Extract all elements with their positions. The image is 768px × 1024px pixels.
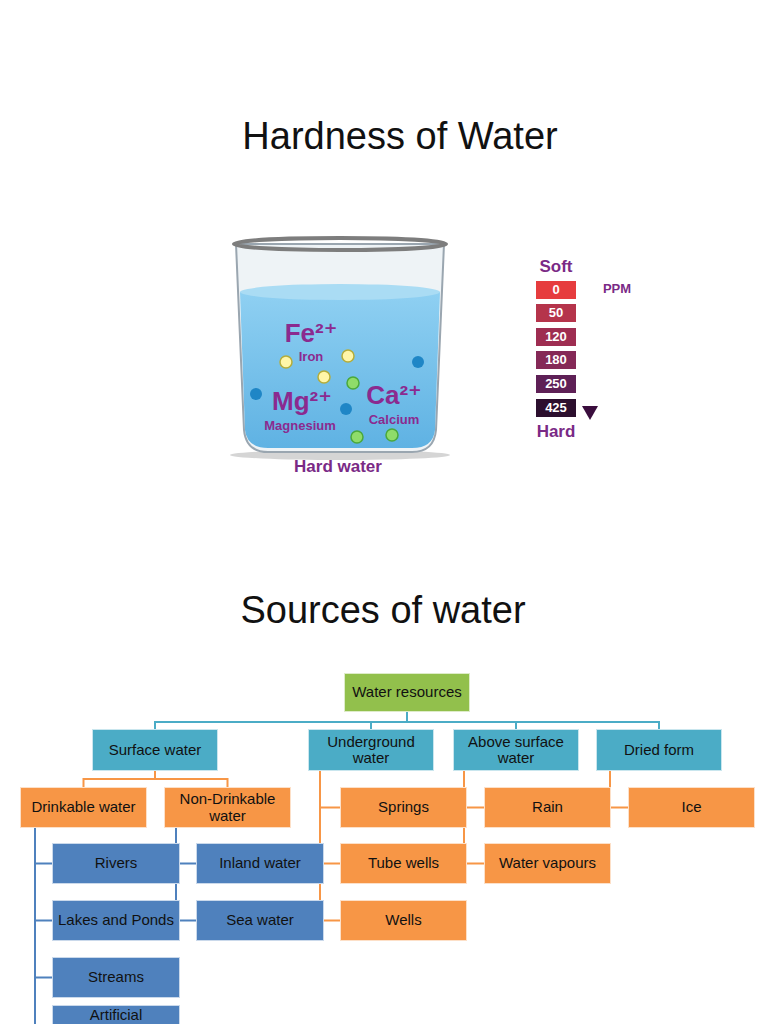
node-text: Rain — [529, 799, 566, 816]
tree-connector — [464, 771, 484, 808]
source-box: Tube wells — [340, 843, 467, 884]
tree-connector — [407, 712, 516, 729]
category-box: Dried form — [596, 729, 722, 771]
tree-connector — [35, 828, 52, 978]
hardness-scale-cell: 50 — [536, 304, 576, 322]
tree-connector — [35, 828, 52, 1024]
water-surface — [240, 284, 440, 300]
tree-connector — [35, 828, 52, 921]
calcium-ion — [347, 377, 359, 389]
node-text: Wells — [382, 912, 424, 929]
node-text: Sea water — [223, 912, 297, 929]
magnesium-ion — [412, 356, 424, 368]
tree-connector — [371, 712, 407, 729]
ion-formula: Mg²⁺ — [272, 387, 332, 416]
source-box: Lakes and Ponds — [52, 900, 180, 941]
root-box: Water resources — [344, 673, 470, 712]
source-box: Streams — [52, 957, 180, 998]
source-box: Sea water — [196, 900, 324, 941]
source-box: Rivers — [52, 843, 180, 884]
tree-connector — [155, 771, 228, 787]
hardness-scale-cell: 425 — [536, 399, 576, 417]
node-text: Tube wells — [365, 855, 442, 872]
calcium-ion — [386, 429, 398, 441]
scale-arrow-head — [582, 406, 598, 420]
node-text: 180 — [542, 353, 570, 367]
ion-name: Iron — [299, 350, 324, 364]
slide-title: Hardness of Water — [242, 116, 557, 158]
source-box: Ice — [628, 787, 755, 828]
node-text: Ice — [678, 799, 704, 816]
unit-label: PPM — [603, 282, 631, 296]
magnesium-ion — [250, 388, 262, 400]
scale-end-label: Soft — [539, 258, 572, 277]
node-text: Inland water — [216, 855, 304, 872]
category-box: Surface water — [92, 729, 218, 771]
tree-connector — [610, 771, 628, 808]
tree-connector — [35, 828, 52, 864]
hardness-scale-cell: 180 — [536, 351, 576, 369]
source-box: Wells — [340, 900, 467, 941]
subcategory-box: Non-Drinkable water — [164, 787, 291, 828]
node-text: Drinkable water — [28, 799, 138, 816]
source-box: Water vapours — [484, 843, 611, 884]
node-text: Dried form — [621, 742, 697, 759]
ion-formula: Fe²⁺ — [285, 319, 338, 348]
node-text: Above surface water — [454, 734, 578, 767]
iron-ion — [318, 371, 330, 383]
category-box: Above surface water — [453, 729, 579, 771]
node-text: 0 — [549, 283, 562, 297]
node-text: Non-Drinkable water — [165, 791, 290, 824]
scale-end-label: Hard — [537, 423, 576, 442]
ion-name: Magnesium — [264, 419, 336, 433]
hardness-scale-cell: 0 — [536, 281, 576, 299]
scale-arrow-shaft — [589, 281, 592, 410]
node-text: 250 — [542, 377, 570, 391]
source-box: Rain — [484, 787, 611, 828]
node-text: Lakes and Ponds — [55, 912, 177, 929]
category-box: Underground water — [308, 729, 434, 771]
calcium-ion — [351, 431, 363, 443]
beaker-caption: Hard water — [294, 458, 382, 477]
node-text: 425 — [542, 401, 570, 415]
beaker-water — [240, 292, 440, 448]
node-text: Artificial — [87, 1007, 146, 1024]
node-text: Underground water — [309, 734, 433, 767]
iron-ion — [280, 356, 292, 368]
magnesium-ion — [340, 403, 352, 415]
tree-connector — [464, 771, 484, 864]
hardness-scale-cell: 120 — [536, 328, 576, 346]
tree-connector — [155, 712, 407, 729]
node-text: Streams — [85, 969, 147, 986]
tree-connector — [84, 771, 156, 787]
node-text: 120 — [542, 330, 570, 344]
node-text: Water vapours — [496, 855, 599, 872]
beaker-glass — [236, 244, 444, 452]
hardness-scale-cell: 250 — [536, 375, 576, 393]
source-box: Springs — [340, 787, 467, 828]
node-text: Surface water — [106, 742, 205, 759]
slide-title: Sources of water — [240, 590, 525, 632]
tree-connector — [407, 712, 659, 729]
node-text: Water resources — [349, 684, 464, 701]
beaker-rim — [234, 238, 446, 250]
ion-name: Calcium — [369, 413, 420, 427]
node-text: Springs — [375, 799, 432, 816]
iron-ion — [342, 350, 354, 362]
source-box: Inland water — [196, 843, 324, 884]
tree-connector — [320, 771, 340, 808]
source-box: Artificial — [52, 1005, 180, 1024]
node-text: Rivers — [92, 855, 141, 872]
ion-formula: Ca²⁺ — [366, 381, 422, 410]
node-text: 50 — [546, 306, 566, 320]
subcategory-box: Drinkable water — [20, 787, 147, 828]
